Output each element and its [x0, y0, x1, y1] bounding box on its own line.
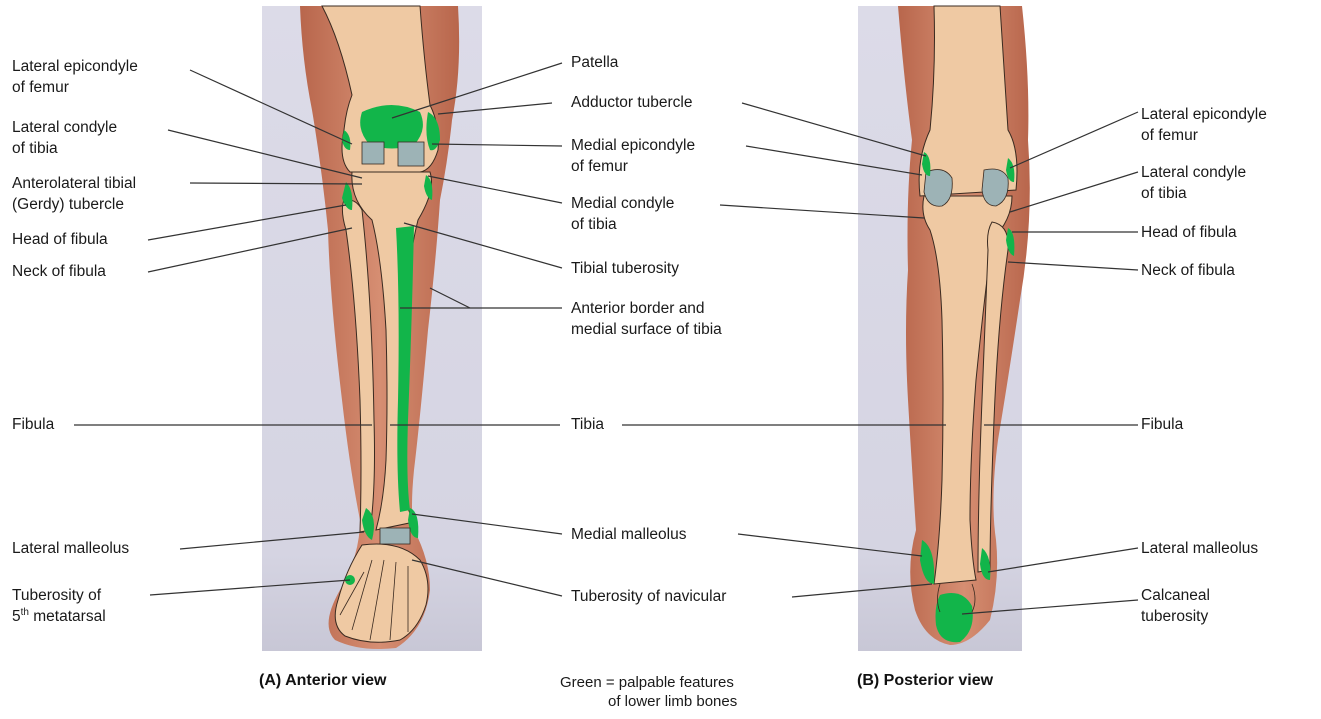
label-line: of tibia — [1141, 183, 1246, 204]
label-medial-malleolus: Medial malleolus — [571, 524, 686, 545]
label-fragment: 5 — [12, 608, 21, 625]
label-line: Anterolateral tibial — [12, 173, 136, 194]
label-fragment: metatarsal — [29, 608, 106, 625]
label-line: of femur — [12, 77, 138, 98]
label-line: Medial epicondyle — [571, 135, 695, 156]
label-line: of femur — [1141, 125, 1267, 146]
label-line: Medial condyle — [571, 193, 674, 214]
label-lateral-condyle-right: Lateral condyle of tibia — [1141, 162, 1246, 204]
label-tibial-tuberosity: Tibial tuberosity — [571, 258, 679, 279]
label-medial-condyle: Medial condyle of tibia — [571, 193, 674, 235]
legend-line: Green = palpable features — [560, 673, 737, 692]
patella-cartilage-2 — [398, 142, 424, 166]
caption-posterior-view: (B) Posterior view — [857, 672, 993, 690]
label-tuberosity-5th-metatarsal: Tuberosity of 5th metatarsal — [12, 585, 106, 627]
label-line: (Gerdy) tubercle — [12, 194, 136, 215]
label-line: of tibia — [571, 214, 674, 235]
label-lateral-epicondyle-left: Lateral epicondyle of femur — [12, 56, 138, 98]
label-lateral-malleolus-left: Lateral malleolus — [12, 538, 129, 559]
label-line: Anterior border and — [571, 298, 722, 319]
patella-cartilage — [362, 142, 384, 164]
label-line: Lateral condyle — [1141, 162, 1246, 183]
label-medial-epicondyle: Medial epicondyle of femur — [571, 135, 695, 177]
label-calcaneal-tuberosity: Calcaneal tuberosity — [1141, 585, 1210, 627]
label-line: Lateral condyle — [12, 117, 117, 138]
label-line: tuberosity — [1141, 606, 1210, 627]
label-line: of femur — [571, 156, 695, 177]
label-anterior-border: Anterior border and medial surface of ti… — [571, 298, 722, 340]
caption-anterior-view: (A) Anterior view — [259, 672, 386, 690]
label-head-fibula-right: Head of fibula — [1141, 222, 1237, 243]
label-line: of tibia — [12, 138, 117, 159]
label-line: 5th metatarsal — [12, 606, 106, 627]
label-line: Lateral epicondyle — [12, 56, 138, 77]
label-neck-fibula-right: Neck of fibula — [1141, 260, 1235, 281]
label-line: Lateral epicondyle — [1141, 104, 1267, 125]
label-lateral-epicondyle-right: Lateral epicondyle of femur — [1141, 104, 1267, 146]
label-neck-fibula-left: Neck of fibula — [12, 261, 106, 282]
label-head-fibula-left: Head of fibula — [12, 229, 108, 250]
label-patella: Patella — [571, 52, 618, 73]
legend: Green = palpable features of lower limb … — [560, 673, 737, 711]
label-lateral-condyle-left: Lateral condyle of tibia — [12, 117, 117, 159]
label-adductor-tubercle: Adductor tubercle — [571, 92, 693, 113]
label-line: medial surface of tibia — [571, 319, 722, 340]
label-line: Tuberosity of — [12, 585, 106, 606]
label-fibula-left: Fibula — [12, 414, 54, 435]
label-superscript: th — [21, 607, 29, 618]
label-tibia: Tibia — [571, 414, 604, 435]
label-fibula-right: Fibula — [1141, 414, 1183, 435]
label-lateral-malleolus-right: Lateral malleolus — [1141, 538, 1258, 559]
label-line: Calcaneal — [1141, 585, 1210, 606]
legend-line: of lower limb bones — [560, 692, 737, 711]
label-tuberosity-navicular: Tuberosity of navicular — [571, 586, 726, 607]
label-anterolateral-tubercle: Anterolateral tibial (Gerdy) tubercle — [12, 173, 136, 215]
